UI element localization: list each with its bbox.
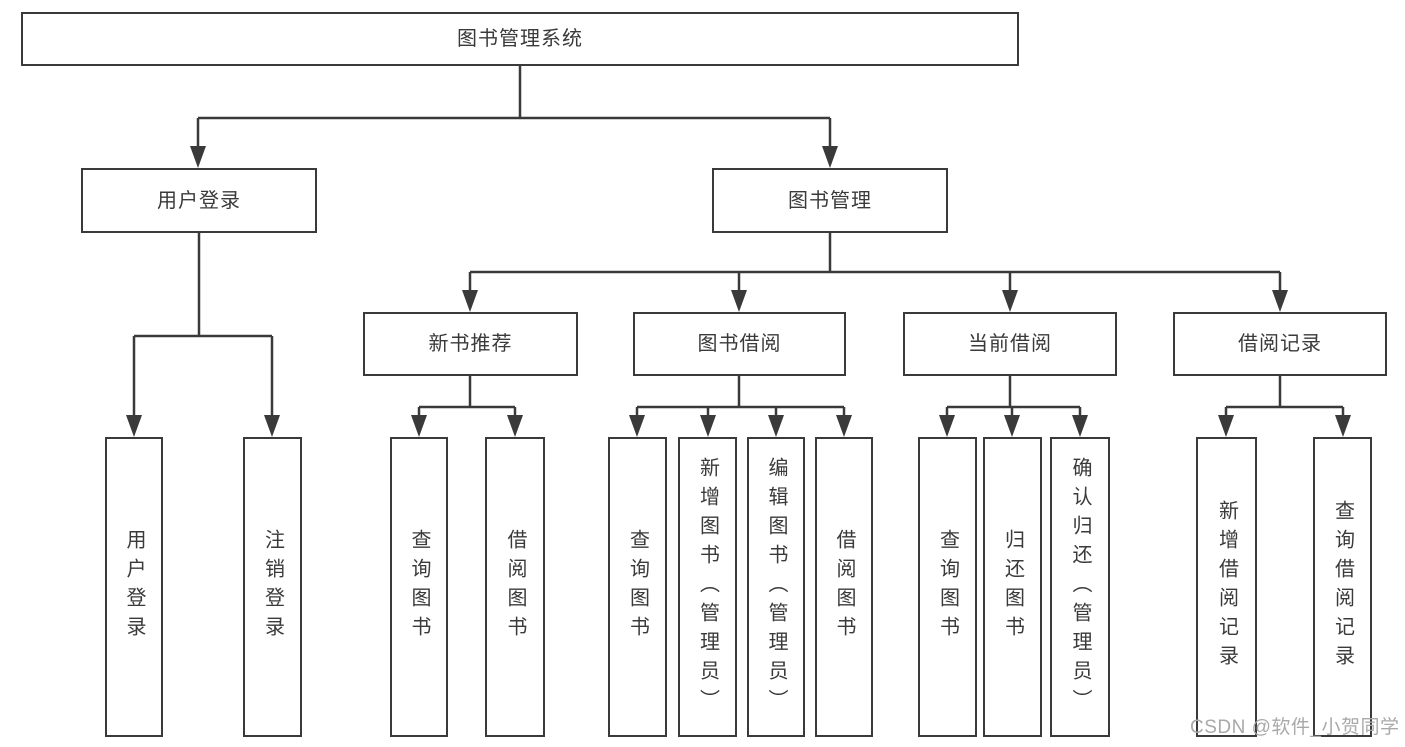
node-current-borrowing: 当前借阅 xyxy=(903,312,1117,376)
leaf-borrow-query-books: 查询图书 xyxy=(608,437,667,737)
leaf-borrow-borrow-books: 借阅图书 xyxy=(815,437,873,737)
leaf-records-query-record: 查询借阅记录 xyxy=(1313,437,1372,737)
leaf-records-add-record: 新增借阅记录 xyxy=(1196,437,1257,737)
csdn-watermark: CSDN @软件_小贺同学 xyxy=(1190,717,1400,738)
node-library-management-system: 图书管理系统 xyxy=(21,12,1019,66)
leaf-current-return-books: 归还图书 xyxy=(983,437,1042,737)
node-user-login: 用户登录 xyxy=(81,168,317,233)
node-book-management: 图书管理 xyxy=(712,168,948,233)
node-borrowing-records: 借阅记录 xyxy=(1173,312,1387,376)
node-new-book-recommendation: 新书推荐 xyxy=(363,312,578,376)
leaf-newbook-query-books: 查询图书 xyxy=(390,437,448,737)
leaf-user-login: 用户登录 xyxy=(105,437,163,737)
connector-current-borrow-to-leaves xyxy=(939,376,1088,437)
leaf-borrow-add-book-admin: 新增图书（管理员） xyxy=(678,437,737,737)
node-book-borrowing: 图书借阅 xyxy=(633,312,846,376)
connector-root-to-level2 xyxy=(190,66,838,168)
connector-borrow-records-to-leaves xyxy=(1218,376,1351,437)
connector-user-login-to-leaves xyxy=(126,233,280,437)
connector-book-management-to-level3 xyxy=(462,233,1288,312)
connector-new-book-to-leaves xyxy=(411,376,523,437)
leaf-borrow-edit-book-admin: 编辑图书（管理员） xyxy=(747,437,805,737)
leaf-current-confirm-return-admin: 确认归还（管理员） xyxy=(1050,437,1110,737)
leaf-logout: 注销登录 xyxy=(243,437,302,737)
leaf-newbook-borrow-books: 借阅图书 xyxy=(485,437,545,737)
leaf-current-query-books: 查询图书 xyxy=(918,437,977,737)
connector-book-borrow-to-leaves xyxy=(629,376,852,437)
